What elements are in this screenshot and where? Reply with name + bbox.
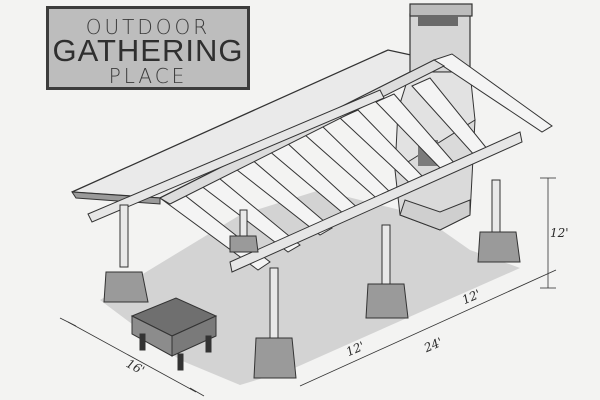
- chimney: [394, 3, 476, 231]
- grill: [130, 297, 218, 371]
- title-plaque: OUTDOOR GATHERING PLACE: [46, 6, 250, 90]
- stone-footings: [103, 231, 521, 379]
- title-line-1: OUTDOOR: [85, 15, 211, 39]
- title-line-3: PLACE: [108, 64, 188, 88]
- dim-height-label: 12': [550, 226, 569, 240]
- title-line-2: GATHERING: [52, 33, 244, 68]
- dimension-lines: [59, 177, 557, 397]
- eave-beam: [229, 131, 523, 273]
- tie-beam: [87, 89, 385, 223]
